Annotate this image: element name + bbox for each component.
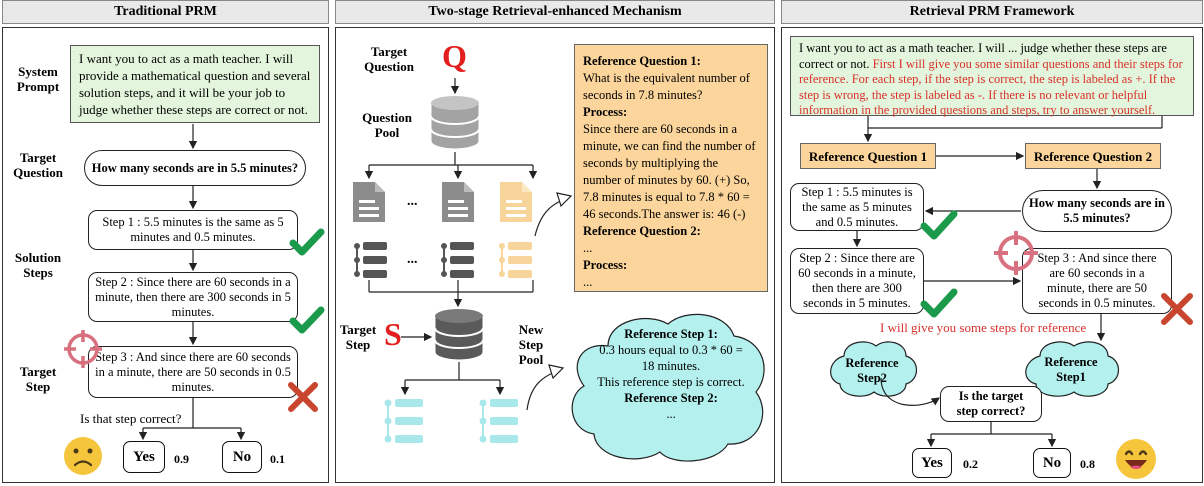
step-1-box-right: Step 1 : 5.5 minutes is the same as 5 mi… xyxy=(790,183,924,231)
cross-icon xyxy=(1161,293,1193,325)
ref-step2-title: Reference Step 2: xyxy=(624,391,718,405)
reference-step1-cloud xyxy=(1025,341,1120,397)
system-prompt-box: I want you to act as a math teacher. I w… xyxy=(70,45,320,123)
reference-step2-cloud xyxy=(830,341,918,397)
check-icon xyxy=(289,306,325,334)
step-3-box-right: Step 3 : And since there are 60 seconds … xyxy=(1022,248,1172,314)
q-letter: Q xyxy=(442,38,467,74)
list-icon xyxy=(384,399,423,443)
yes-box: Yes xyxy=(123,441,165,473)
middle-connectors xyxy=(364,78,573,411)
cloud-step1-label: Reference Step1 xyxy=(1044,355,1098,384)
ref-q1-text: What is the equivalent number of seconds… xyxy=(583,71,750,102)
document-icon xyxy=(353,182,385,222)
reference-question-1-box: Reference Question 1 xyxy=(800,143,936,169)
steps-reference-note: I will give you some steps for reference xyxy=(880,320,1087,335)
label-question-pool: Question Pool xyxy=(362,110,412,140)
check-icon xyxy=(920,210,958,240)
yes-score: 0.9 xyxy=(174,452,189,466)
list-icon xyxy=(479,399,518,443)
reference-question-panel: Reference Question 1: What is the equiva… xyxy=(574,44,768,292)
retrieval-prompt-box: I want you to act as a math teacher. I w… xyxy=(790,36,1194,118)
ref-step2-ellipsis: ... xyxy=(666,407,676,421)
ask-box-right: Is the target step correct? xyxy=(940,386,1042,422)
panel-title-traditional-prm: Traditional PRM xyxy=(2,0,329,24)
check-icon xyxy=(920,288,958,318)
ellipsis: ... xyxy=(407,194,418,209)
right-connectors xyxy=(852,116,1163,448)
cloud-step2-label: Reference Step2 xyxy=(845,356,899,385)
list-icon xyxy=(441,242,474,278)
yes-box-right: Yes xyxy=(912,448,952,478)
ref-q2-title: Reference Question 2: xyxy=(583,224,701,238)
step-3-box: Step 3 : And since there are 60 seconds … xyxy=(88,346,298,398)
label-solution-steps: Solution Steps xyxy=(14,250,62,280)
target-question-box-right: How many seconds are in 5.5 minutes? xyxy=(1022,190,1172,232)
happy-face-icon xyxy=(1116,439,1156,479)
label-target-step-mid: Target Step xyxy=(339,322,377,352)
target-question-box: How many seconds are in 5.5 minutes? xyxy=(84,150,306,186)
ref-ellipsis-2: ... xyxy=(583,275,593,289)
question-pool-database-icon xyxy=(430,96,480,150)
ref-step1-text: 0.3 hours equal to 0.3 * 60 = 18 minutes… xyxy=(599,343,743,373)
no-score: 0.1 xyxy=(270,452,285,466)
left-connectors xyxy=(138,124,246,441)
no-score-right: 0.8 xyxy=(1080,457,1095,471)
label-new-step-pool: New Step Pool xyxy=(518,322,544,367)
reference-step-cloud xyxy=(571,313,765,462)
panel-title-retrieval-prm: Retrieval PRM Framework xyxy=(781,0,1203,24)
panel-title-two-stage: Two-stage Retrieval-enhanced Mechanism xyxy=(335,0,775,24)
step-pool-database-icon xyxy=(434,309,484,361)
label-target-question-mid: Target Question xyxy=(364,44,414,74)
sad-face-icon xyxy=(64,437,102,475)
label-target-question: Target Question xyxy=(13,150,63,180)
ref-process-text: Since there are 60 seconds in a minute, … xyxy=(583,122,756,221)
no-box: No xyxy=(222,441,262,473)
ref-process2-label: Process: xyxy=(583,258,628,272)
crosshair-icon xyxy=(64,330,102,368)
ellipsis: ... xyxy=(407,252,418,267)
ref-ellipsis: ... xyxy=(583,241,593,255)
crosshair-icon xyxy=(994,231,1038,275)
document-icon xyxy=(442,182,474,222)
s-letter: S xyxy=(384,316,402,352)
ref-q1-title: Reference Question 1 xyxy=(583,54,697,68)
ask-text: Is that step correct? xyxy=(80,411,182,426)
step-1-box: Step 1 : 5.5 minutes is the same as 5 mi… xyxy=(88,210,298,250)
ref-q1-colon: : xyxy=(696,54,701,68)
yes-score-right: 0.2 xyxy=(963,457,978,471)
step-2-box: Step 2 : Since there are 60 seconds in a… xyxy=(88,272,298,322)
ref-step1-title: Reference Step 1: xyxy=(624,327,718,341)
cross-icon xyxy=(288,382,318,412)
check-icon xyxy=(289,228,325,256)
ref-process-label: Process: xyxy=(583,105,628,119)
step-2-box-right: Step 2 : Since there are 60 seconds in a… xyxy=(790,248,924,314)
label-system-prompt: System Prompt xyxy=(16,64,60,94)
label-target-step: Target Step xyxy=(19,364,57,394)
document-icon xyxy=(500,182,532,222)
no-box-right: No xyxy=(1033,448,1071,478)
list-icon xyxy=(499,242,532,278)
reference-step-cloud-text: Reference Step 1: 0.3 hours equal to 0.3… xyxy=(594,326,748,422)
reference-question-2-box: Reference Question 2 xyxy=(1025,143,1161,169)
ref-step1-note: This reference step is correct. xyxy=(597,375,745,389)
prompt-black-text: I want you to act as a math teacher. I w… xyxy=(799,41,1167,71)
prompt-red-text: First I will give you some similar quest… xyxy=(799,56,1183,118)
list-icon xyxy=(354,242,387,278)
